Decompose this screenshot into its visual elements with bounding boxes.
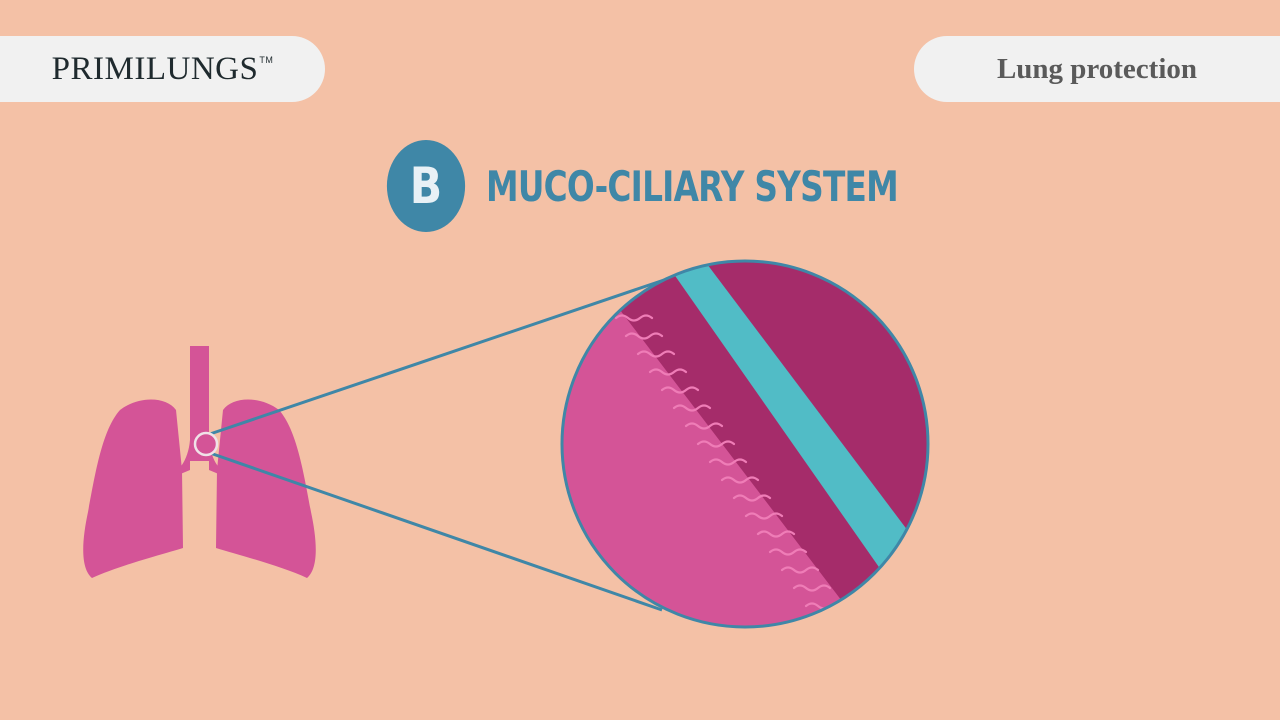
brand-logo: PRIMILUNGSTM (51, 50, 274, 87)
right-bronchus (209, 440, 233, 480)
left-lung (83, 399, 183, 578)
section-heading: B MUCO-CILIARY SYSTEM (380, 140, 1014, 232)
section-letter-badge: B (386, 140, 466, 232)
topic-label: Lung protection (996, 52, 1198, 85)
lungs-icon (83, 346, 316, 578)
left-bronchus (166, 440, 190, 480)
epithelium-layer (562, 261, 864, 627)
zoom-origin-circle (193, 431, 219, 457)
section-title: MUCO-CILIARY SYSTEM (486, 161, 899, 211)
magnified-airway (562, 261, 928, 627)
brand-pill: PRIMILUNGSTM (0, 36, 325, 102)
zoom-line-top (209, 278, 665, 436)
topic-pill: Lung protection (914, 36, 1280, 102)
magnifier-outline (560, 259, 930, 629)
zoom-line-bottom (209, 451, 663, 612)
trademark-mark: TM (259, 54, 274, 65)
right-lung (216, 399, 316, 578)
mucus-blanket-layer (664, 261, 928, 627)
